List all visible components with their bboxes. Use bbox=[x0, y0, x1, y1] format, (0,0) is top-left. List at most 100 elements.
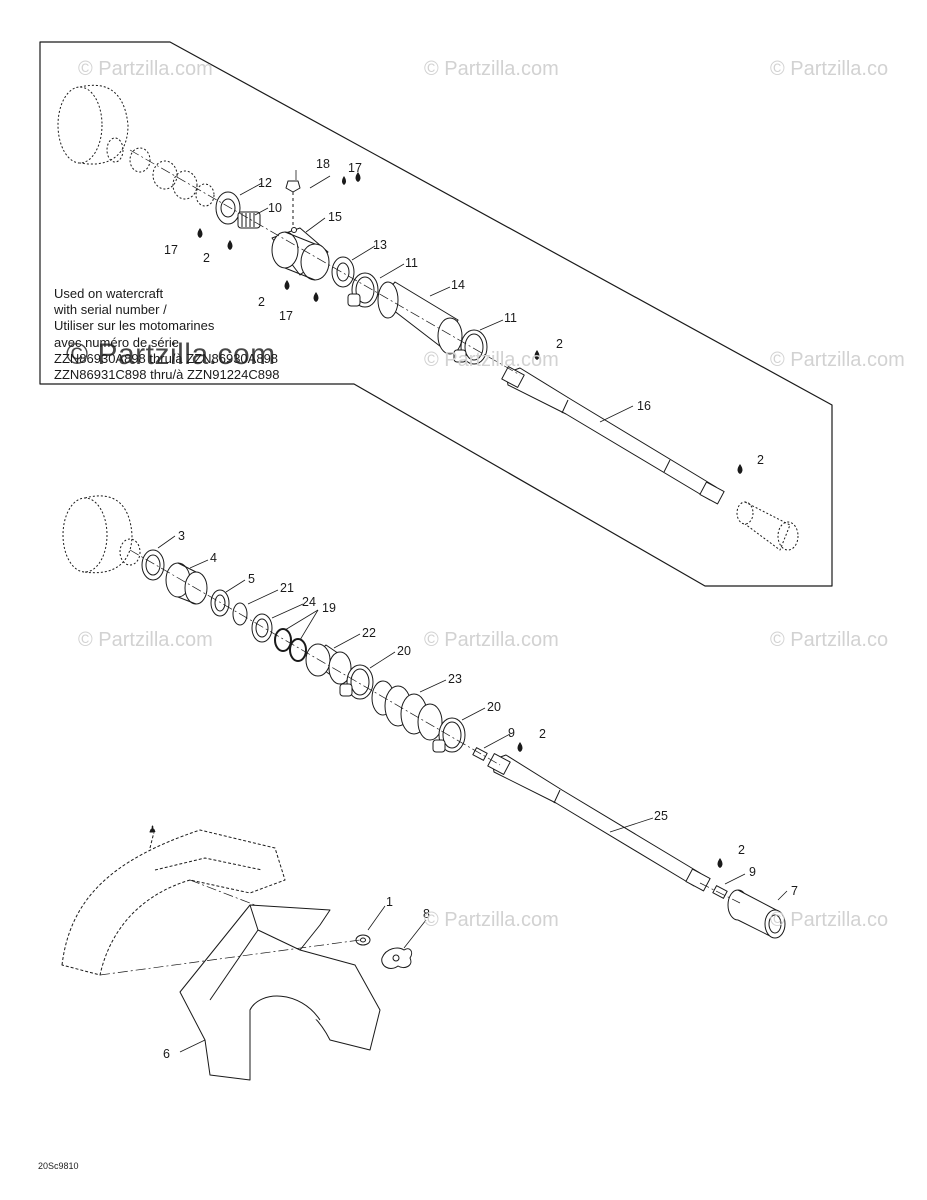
callout-20: 20 bbox=[487, 700, 501, 714]
variant-frame bbox=[39, 41, 833, 587]
part-11-clamp-upper bbox=[347, 272, 379, 308]
ghost-housing-middle bbox=[62, 495, 141, 574]
part-13-seal bbox=[331, 256, 355, 288]
callout-3: 3 bbox=[178, 529, 185, 543]
callout-20: 20 bbox=[397, 644, 411, 658]
note-line: ZZN86931C898 thru/à ZZN91224C898 bbox=[54, 367, 280, 383]
ghost-coupling-top bbox=[736, 501, 799, 551]
note-line: avec numéro de série bbox=[54, 334, 180, 350]
ghost-bracket bbox=[61, 825, 286, 976]
callout-15: 15 bbox=[328, 210, 342, 224]
lube-drop-icon bbox=[284, 280, 290, 290]
callout-1: 1 bbox=[386, 895, 393, 909]
watermark: © Partzilla.co bbox=[770, 629, 889, 651]
callout-16: 16 bbox=[637, 399, 651, 413]
part-5-ring bbox=[210, 589, 230, 617]
part-11-clamp-lower bbox=[453, 329, 488, 365]
overlay-watermark: © Partzilla.com bbox=[66, 338, 276, 371]
part-25-drive-shaft bbox=[487, 753, 711, 892]
part-23-boot bbox=[371, 680, 443, 741]
callout-17: 17 bbox=[164, 243, 178, 257]
callout-2: 2 bbox=[539, 727, 546, 741]
part-4-bearing bbox=[165, 562, 208, 605]
watermark: © Partzilla.com bbox=[424, 909, 559, 931]
part-20-clamp-lower bbox=[432, 717, 466, 753]
watermark: © Partzilla.co bbox=[770, 909, 889, 931]
watermark: © Partzilla.com bbox=[424, 349, 559, 371]
lube-drop-icon bbox=[227, 240, 233, 250]
lube-drop-icon bbox=[342, 176, 346, 185]
callout-14: 14 bbox=[451, 278, 465, 292]
callout-4: 4 bbox=[210, 551, 217, 565]
ghost-housing-top bbox=[57, 84, 215, 207]
part-19-o-ring-a bbox=[274, 628, 292, 652]
callout-8: 8 bbox=[423, 907, 430, 921]
callout-6: 6 bbox=[163, 1047, 170, 1061]
part-9-plug-upper bbox=[472, 747, 488, 761]
callout-2: 2 bbox=[556, 337, 563, 351]
callout-18: 18 bbox=[316, 157, 330, 171]
callout-9: 9 bbox=[508, 726, 515, 740]
leader-lines bbox=[157, 170, 788, 1053]
watermark: © Partzilla.co bbox=[770, 58, 889, 80]
callouts: 1 2 2 2 2 2 2 2 3 4 5 6 7 8 9 9 10 11 11… bbox=[163, 157, 798, 1061]
note-line: Utiliser sur les motomarines bbox=[54, 318, 215, 334]
lubricant-drops bbox=[197, 172, 743, 868]
part-10-needle-bearing bbox=[237, 211, 261, 229]
part-24-seal bbox=[251, 613, 273, 643]
watermark: © Partzilla.com bbox=[78, 629, 213, 651]
part-3-ring bbox=[141, 549, 165, 581]
part-15-housing bbox=[271, 227, 330, 281]
callout-22: 22 bbox=[362, 626, 376, 640]
callout-9: 9 bbox=[749, 865, 756, 879]
part-1-washer bbox=[355, 934, 371, 946]
part-8-wing-nut bbox=[381, 947, 413, 969]
lube-drop-icon bbox=[717, 858, 723, 868]
callout-13: 13 bbox=[373, 238, 387, 252]
callout-17: 17 bbox=[279, 309, 293, 323]
lube-drop-icon bbox=[355, 172, 361, 182]
watermark: © Partzilla.com bbox=[770, 349, 905, 371]
callout-23: 23 bbox=[448, 672, 462, 686]
part-6-guard bbox=[179, 904, 381, 1081]
callout-24: 24 bbox=[302, 595, 316, 609]
bottom-guard bbox=[61, 825, 413, 1081]
lube-drop-icon bbox=[737, 464, 743, 474]
callout-11: 11 bbox=[405, 256, 418, 270]
note-line: ZZN86930A898 thru/à ZZN86930A898 bbox=[54, 350, 279, 366]
watermark: © Partzilla.com bbox=[78, 58, 213, 80]
lube-drop-icon bbox=[517, 742, 523, 752]
centerlines bbox=[99, 149, 741, 976]
callout-5: 5 bbox=[248, 572, 255, 586]
lube-drop-icon bbox=[534, 350, 540, 360]
callout-21: 21 bbox=[280, 581, 294, 595]
part-22-sleeve bbox=[305, 643, 352, 685]
serial-number-note: Used on watercraft with serial number / … bbox=[54, 286, 279, 383]
lube-drop-icon bbox=[197, 228, 203, 238]
watermark: © Partzilla.com bbox=[424, 629, 559, 651]
callout-2: 2 bbox=[757, 453, 764, 467]
part-14-sleeve bbox=[377, 281, 463, 355]
callout-12: 12 bbox=[258, 176, 272, 190]
part-16-drive-shaft bbox=[501, 366, 725, 505]
callout-2: 2 bbox=[738, 843, 745, 857]
callout-2: 2 bbox=[258, 295, 265, 309]
part-7-coupling bbox=[727, 889, 786, 939]
drawing-code: 20Sc9810 bbox=[38, 1161, 79, 1171]
part-19-o-ring-b bbox=[289, 638, 307, 662]
callout-25: 25 bbox=[654, 809, 668, 823]
watermark: © Partzilla.com bbox=[424, 58, 559, 80]
part-18-grease-fitting bbox=[285, 180, 301, 225]
callout-10: 10 bbox=[268, 201, 282, 215]
lube-drop-icon bbox=[313, 292, 319, 302]
callout-19: 19 bbox=[322, 601, 336, 615]
part-12-bearing bbox=[215, 191, 241, 225]
callout-7: 7 bbox=[791, 884, 798, 898]
part-20-clamp-upper bbox=[339, 664, 374, 700]
part-21-ring bbox=[232, 602, 248, 626]
part-9-plug-lower bbox=[712, 885, 728, 899]
note-line: with serial number / bbox=[54, 302, 167, 318]
note-line: Used on watercraft bbox=[54, 286, 164, 301]
middle-assembly bbox=[62, 495, 786, 939]
